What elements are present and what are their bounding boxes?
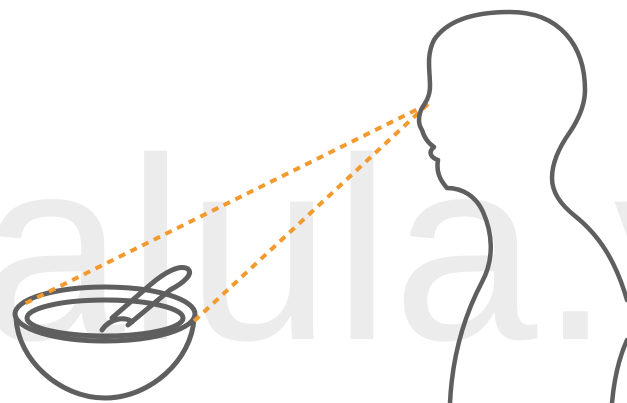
person-head-icon — [419, 12, 627, 403]
sight-line-right — [192, 104, 428, 323]
back-outline — [612, 340, 627, 403]
soup-bowl-icon — [15, 267, 195, 398]
head-outline — [419, 12, 627, 403]
bowl-rim-inner — [27, 300, 183, 336]
sight-line-left — [22, 104, 428, 305]
